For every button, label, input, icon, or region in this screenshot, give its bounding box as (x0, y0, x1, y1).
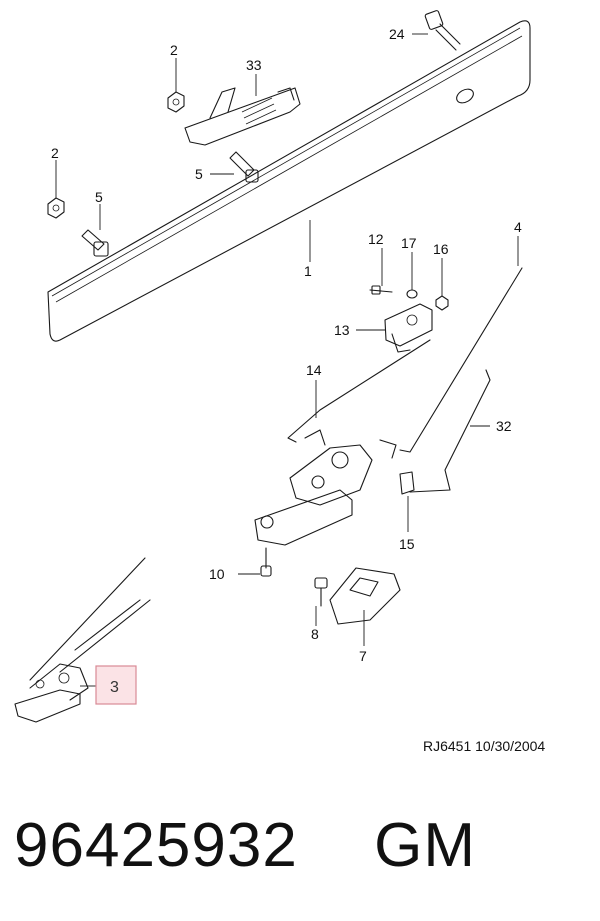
screw-12 (369, 285, 393, 295)
callout-12: 12 (368, 231, 384, 247)
callout-14: 14 (306, 362, 322, 378)
callout-32: 32 (496, 418, 512, 434)
garnish-bar (47, 20, 531, 342)
exploded-parts-diagram: 24 2 33 2 5 5 1 12 17 16 4 13 14 32 15 1… (14, 10, 531, 723)
callout-1: 1 (304, 263, 312, 279)
callout-2: 2 (51, 145, 59, 161)
actuator-13 (384, 303, 433, 353)
bolt-24 (424, 10, 461, 51)
striker-plate-7 (329, 567, 401, 625)
callout-16: 16 (433, 241, 449, 257)
highlight-box-3 (95, 665, 137, 705)
callout-8: 8 (311, 626, 319, 642)
callout-10: 10 (209, 566, 225, 582)
rod-32 (409, 369, 491, 493)
nut-2-lower (47, 197, 65, 219)
rod-14 (287, 339, 431, 443)
latch-assembly (254, 429, 415, 546)
screw-8 (314, 577, 328, 607)
callout-5: 5 (195, 166, 203, 182)
leader-lines (55, 33, 519, 687)
callout-15: 15 (399, 536, 415, 552)
callout-24: 24 (389, 26, 405, 42)
callout-7: 7 (359, 648, 367, 664)
bolt-10 (260, 547, 272, 577)
callout-2: 2 (170, 42, 178, 58)
bracket-33 (184, 87, 301, 146)
nut-2-upper (167, 91, 185, 113)
latch-assembly-3 (14, 557, 151, 723)
drawing-reference: RJ6451 10/30/2004 (423, 738, 546, 754)
callout-17: 17 (401, 235, 417, 251)
footer: 96425932 GM (14, 810, 476, 881)
bolt-5-lower (81, 229, 109, 257)
washer-17 (406, 289, 418, 299)
callout-5: 5 (95, 189, 103, 205)
callout-4: 4 (514, 219, 522, 235)
callout-13: 13 (334, 322, 350, 338)
callout-33: 33 (246, 57, 262, 73)
callout-3: 3 (110, 679, 119, 696)
manufacturer: GM (374, 811, 476, 880)
part-number: 96425932 (14, 811, 298, 880)
nut-16 (435, 295, 449, 311)
rod-4 (399, 267, 523, 453)
bolt-5-upper (229, 151, 259, 183)
